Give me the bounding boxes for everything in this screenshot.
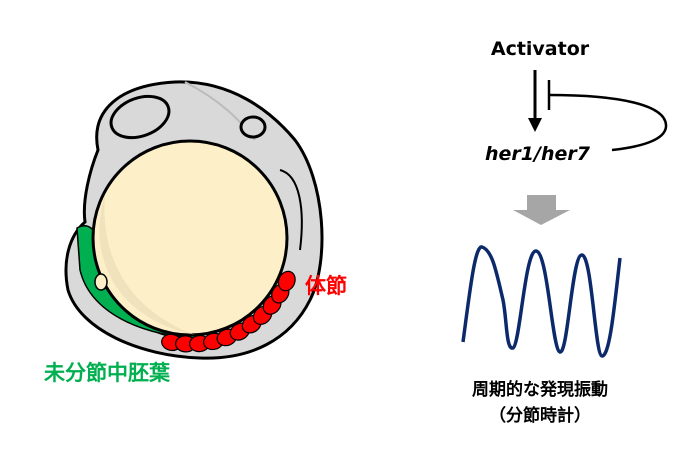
feedback-inhibition-line xyxy=(548,93,668,152)
oscillation-wave xyxy=(461,245,622,358)
gene-label: her1/her7 xyxy=(485,143,590,165)
segmentation-clock-caption: （分節時計） xyxy=(489,406,591,426)
somite xyxy=(277,270,296,292)
eye xyxy=(109,94,171,140)
activator-label: Activator xyxy=(490,38,590,60)
oscillation-caption: 周期的な発現振動 xyxy=(472,380,608,400)
somites xyxy=(161,270,296,353)
psm-label: 未分節中胚葉 xyxy=(44,361,170,385)
down-arrow xyxy=(513,195,570,225)
activation-arrowhead xyxy=(528,118,542,132)
otic-vesicle xyxy=(239,115,267,139)
yolk xyxy=(91,139,289,337)
somite-label: 体節 xyxy=(305,274,347,298)
